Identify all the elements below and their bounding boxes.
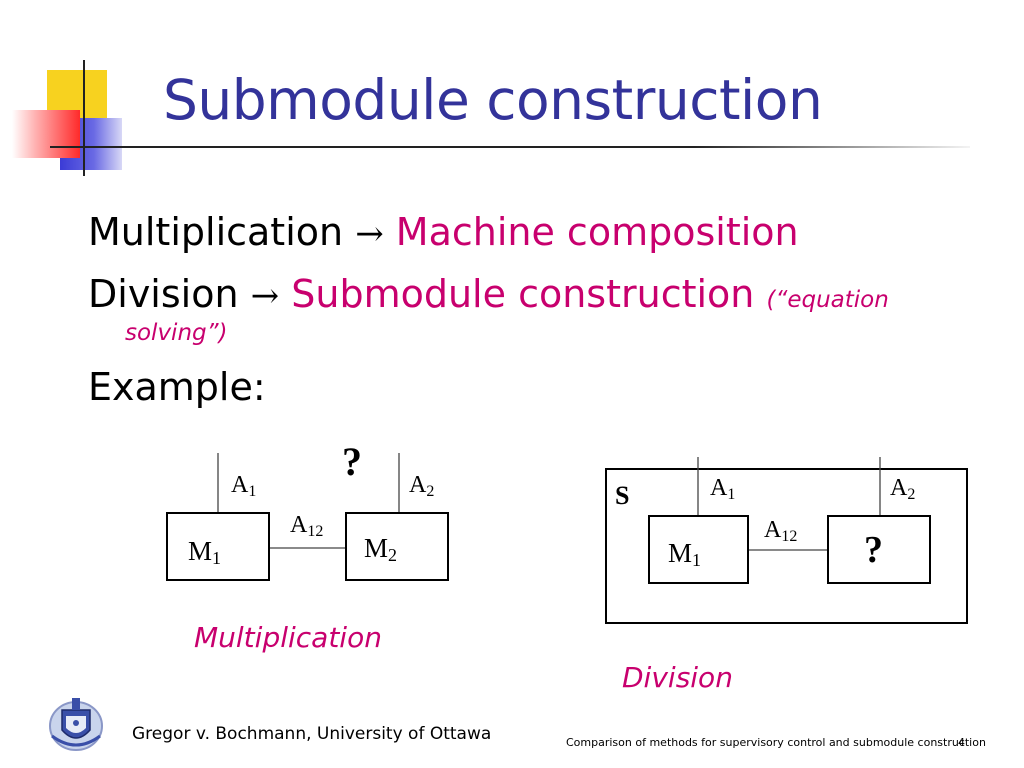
note-solving: solving”) xyxy=(125,320,228,346)
vertical-rule xyxy=(83,60,85,176)
label-a2: A2 xyxy=(890,475,915,503)
university-crest-icon xyxy=(49,698,103,751)
line-multiplication: Multiplication → Machine composition xyxy=(88,210,799,254)
footer-author: Gregor v. Bochmann, University of Ottawa xyxy=(132,724,492,744)
label-a1: A1 xyxy=(231,472,256,500)
title-underline xyxy=(50,146,970,148)
term-multiplication: Multiplication xyxy=(88,210,344,254)
label-a12: A12 xyxy=(764,517,797,545)
arrow-icon: → xyxy=(355,214,384,254)
unknown-mark: ? xyxy=(864,529,883,571)
label-m1: M1 xyxy=(188,536,221,568)
label-a12: A12 xyxy=(290,512,323,540)
slide-title: Submodule construction xyxy=(163,68,823,132)
label-s: S xyxy=(615,481,629,510)
page-number: 4 xyxy=(958,736,965,749)
term-division: Division xyxy=(88,272,239,316)
label-a2: A2 xyxy=(409,472,434,500)
footer-context: Comparison of methods for supervisory co… xyxy=(566,736,986,749)
label-m2: M2 xyxy=(364,533,397,565)
line-example: Example: xyxy=(88,365,266,409)
note-equation: (“equation xyxy=(766,287,889,313)
unknown-mark: ? xyxy=(342,439,362,484)
term-machine-composition: Machine composition xyxy=(395,210,799,254)
label-m1: M1 xyxy=(668,538,701,570)
multiplication-diagram: ? A1 A2 A12 M1 M2 xyxy=(166,439,449,581)
line-division: Division → Submodule construction (“equa… xyxy=(88,272,889,316)
caption-division: Division xyxy=(622,661,733,694)
arrow-icon: → xyxy=(250,276,280,316)
caption-multiplication: Multiplication xyxy=(194,621,382,654)
m1-box xyxy=(166,512,270,581)
m2-box xyxy=(345,512,449,581)
label-a1: A1 xyxy=(710,475,735,503)
m1-box xyxy=(648,515,749,584)
unknown-box xyxy=(827,515,931,584)
division-diagram: S A1 A2 A12 M1 ? xyxy=(605,457,968,624)
term-submodule-construction: Submodule construction xyxy=(291,272,755,316)
red-square-decoration xyxy=(12,110,80,158)
